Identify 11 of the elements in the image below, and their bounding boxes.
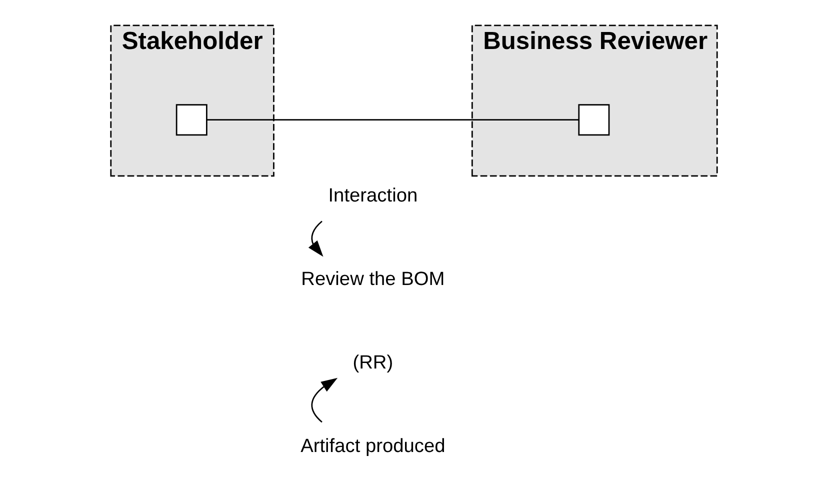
node-box bbox=[175, 104, 207, 136]
arrow bbox=[310, 377, 338, 422]
node-text: Artifact produced bbox=[300, 435, 445, 456]
node-box bbox=[578, 104, 610, 136]
node-text: Interaction bbox=[328, 185, 418, 206]
node-text: (RR) bbox=[352, 352, 393, 373]
cluster: Business Reviewer bbox=[470, 24, 718, 176]
arrow bbox=[308, 220, 323, 256]
cluster: Stakeholder bbox=[110, 24, 274, 176]
node-text: Review the BOM bbox=[300, 268, 444, 290]
connector bbox=[206, 118, 578, 120]
